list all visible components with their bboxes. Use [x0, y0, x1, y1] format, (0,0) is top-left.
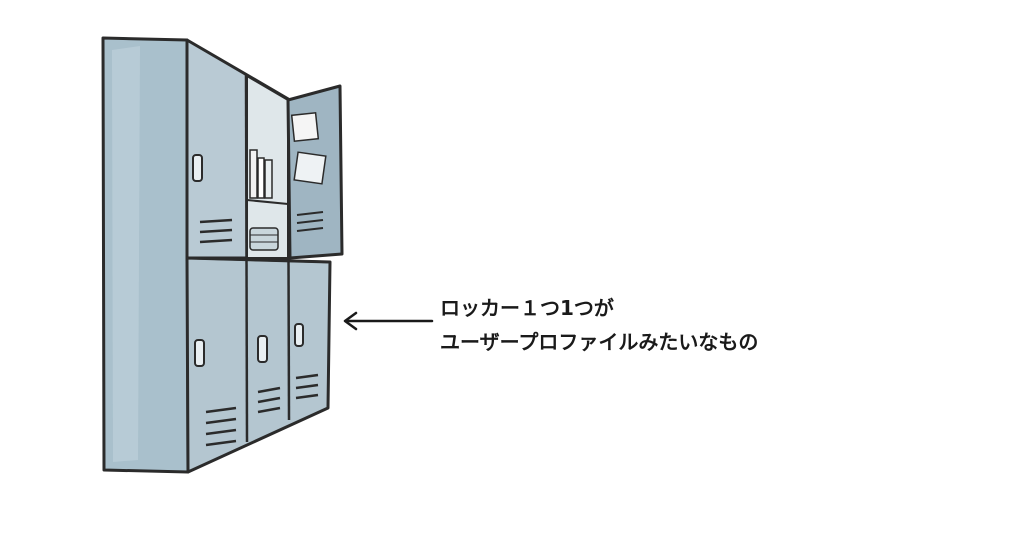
cabinet-side-shade: [112, 46, 140, 462]
handle-lower-middle: [257, 335, 268, 363]
book-1: [249, 149, 258, 199]
annotation-line-1: ロッカー１つ1つが: [440, 296, 614, 320]
door-photo-2: [293, 151, 327, 185]
vents-lower-middle: [257, 386, 281, 414]
annotation-line-2: ユーザープロファイルみたいなもの: [440, 330, 759, 354]
annotation-text: ロッカー１つ1つが ユーザープロファイルみたいなもの: [440, 291, 758, 359]
door-vent-1: [296, 211, 324, 216]
book-2: [257, 157, 265, 199]
interior-shelf: [246, 199, 289, 205]
book-3: [264, 159, 273, 199]
pointer-arrow: [343, 311, 434, 331]
door-vent-3: [296, 227, 324, 232]
handle-upper-left: [192, 154, 203, 182]
door-photo-1: [290, 111, 320, 143]
stacked-books: [249, 227, 279, 251]
vents-upper-left: [199, 218, 233, 244]
vents-lower-right: [295, 373, 319, 400]
cabinet-front-lower: [185, 256, 332, 474]
vents-lower-left: [205, 406, 237, 447]
handle-lower-right: [294, 323, 304, 347]
door-vent-2: [296, 219, 324, 224]
row-divider: [186, 256, 331, 264]
handle-lower-left: [194, 339, 205, 367]
